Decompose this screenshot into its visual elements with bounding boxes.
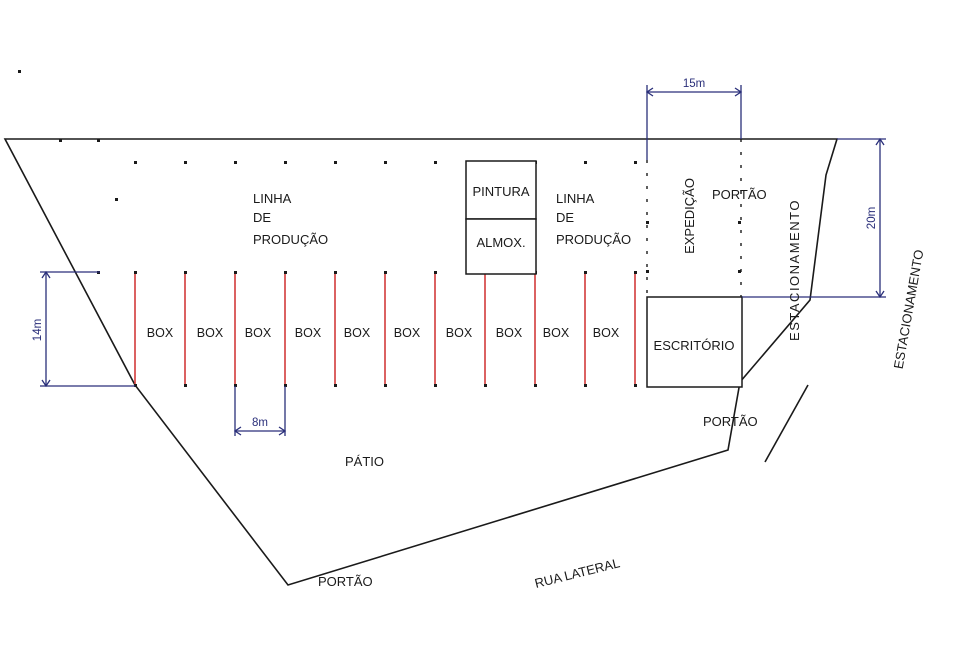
almox-label: ALMOX.: [476, 235, 525, 250]
expedicao-label: EXPEDIÇÃO: [682, 178, 697, 254]
dimension-20m: [742, 137, 886, 299]
box-label-4: BOX: [295, 326, 322, 340]
dimension-15m: [645, 85, 743, 160]
box-label-8: BOX: [496, 326, 523, 340]
dimension-8m: [233, 386, 287, 436]
box-label-6: BOX: [394, 326, 421, 340]
portao-top-label: PORTÃO: [712, 187, 767, 202]
dimension-8m-label: 8m: [252, 417, 268, 429]
almox-room: [465, 218, 537, 275]
pintura-label: PINTURA: [472, 184, 529, 199]
box-label-3: BOX: [245, 326, 272, 340]
patio-label: PÁTIO: [345, 454, 384, 469]
box-dividers: [134, 272, 636, 386]
escritorio-room: [646, 296, 743, 388]
portao-right-label: PORTÃO: [703, 414, 758, 429]
box-label-5: BOX: [344, 326, 371, 340]
box-label-1: BOX: [147, 326, 174, 340]
linha-producao-right-line1: LINHA: [556, 191, 595, 206]
estacionamento-inner-label: ESTACIONAMENTO: [787, 199, 802, 341]
estacionamento-outer-label: ESTACIONAMENTO: [891, 248, 927, 370]
linha-producao-right-line3: PRODUÇÃO: [556, 232, 631, 247]
dimension-14m: [40, 270, 135, 388]
box-label-9: BOX: [543, 326, 570, 340]
linha-producao-left-line2: DE: [253, 210, 271, 225]
column-dots-top: [18, 70, 741, 273]
dimension-15m-label: 15m: [683, 78, 705, 90]
dimension-14m-label: 14m: [32, 319, 44, 341]
pintura-room: [465, 160, 537, 220]
portao-bottom-label: PORTÃO: [318, 574, 373, 589]
parking-boundary-line: [764, 384, 809, 463]
box-label-2: BOX: [197, 326, 224, 340]
box-label-7: BOX: [446, 326, 473, 340]
box-label-10: BOX: [593, 326, 620, 340]
linha-producao-left-line1: LINHA: [253, 191, 292, 206]
rua-lateral-label: RUA LATERAL: [533, 555, 621, 591]
linha-producao-right-line2: DE: [556, 210, 574, 225]
dimension-20m-label: 20m: [866, 207, 878, 229]
box-labels: BOX BOX BOX BOX BOX BOX BOX BOX BOX BOX: [147, 326, 620, 340]
escritorio-label: ESCRITÓRIO: [654, 338, 735, 353]
linha-producao-left-line3: PRODUÇÃO: [253, 232, 328, 247]
